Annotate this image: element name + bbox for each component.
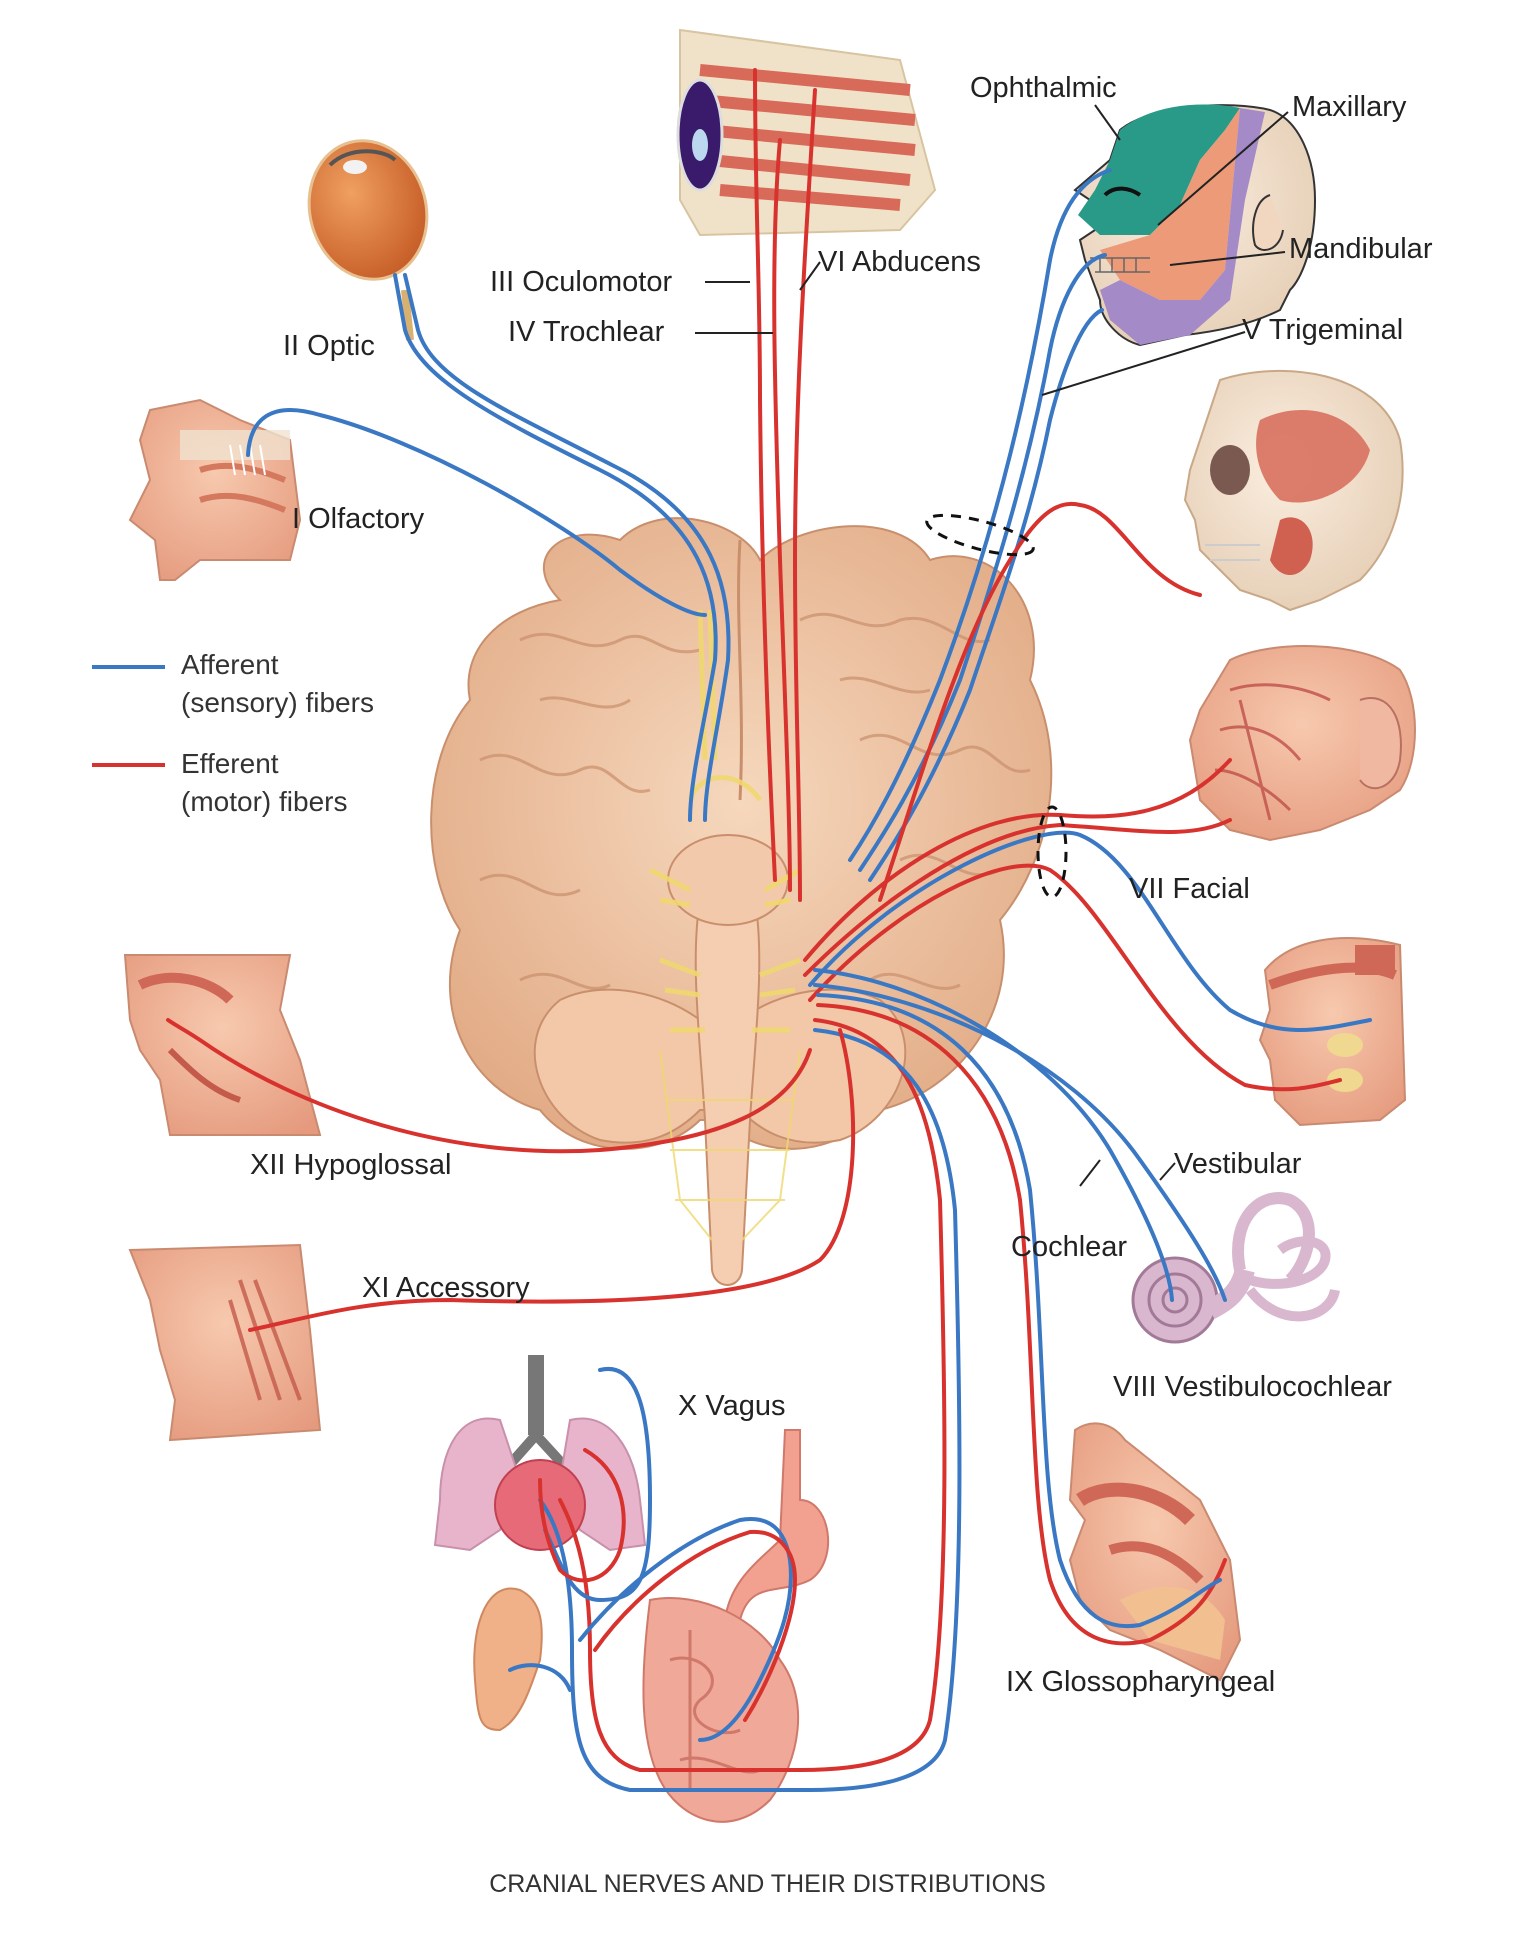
leader-maxillary — [1157, 111, 1289, 226]
nerve-oculomotor — [753, 68, 777, 882]
nerve-vagus-gut-red — [593, 1529, 798, 1722]
nerve-trigeminal-ophthalmic — [848, 168, 1112, 862]
nerve-trigeminal-mandibular — [868, 308, 1104, 882]
nerve-vagus-ear — [508, 1663, 572, 1692]
legend-efferent: Efferent (motor) fibers — [181, 745, 347, 821]
nerve-optic-a — [393, 273, 718, 822]
leader-trigeminal — [1041, 331, 1246, 396]
nerve-abducens — [792, 88, 817, 902]
tongue-illustration — [123, 954, 322, 1136]
nerve-olfactory — [246, 408, 707, 617]
figure-caption: CRANIAL NERVES AND THEIR DISTRIBUTIONS — [489, 1870, 1046, 1898]
nerve-vestibulocochlear-b — [813, 983, 1227, 1302]
nerve-trochlear — [772, 138, 792, 892]
label-glossopharyngeal: IX Glossopharyngeal — [1006, 1666, 1276, 1698]
dashed-marker-facial — [1036, 805, 1068, 899]
leader-abducens — [799, 261, 821, 291]
nerve-optic-b — [403, 273, 731, 822]
leader-cochlear — [1079, 1159, 1101, 1187]
leader-ophthalmic — [1094, 104, 1121, 141]
orbit-muscles-illustration — [676, 28, 937, 237]
label-olfactory: I Olfactory — [292, 503, 425, 535]
external-ear-illustration — [473, 1587, 543, 1732]
label-facial: VII Facial — [1129, 873, 1250, 905]
lungs-heart-illustration — [433, 1355, 647, 1552]
legend-afferent: Afferent (sensory) fibers — [181, 646, 374, 722]
label-hypoglossal: XII Hypoglossal — [250, 1149, 452, 1181]
leader-mandibular — [1169, 251, 1286, 266]
nerve-hypoglossal — [166, 1018, 812, 1154]
face-muscles-illustration — [1188, 645, 1416, 842]
nasal-cavity-illustration — [128, 398, 302, 581]
nerve-facial-glands — [808, 863, 1342, 1092]
neck-muscles-illustration — [128, 1243, 322, 1442]
nerve-accessory — [248, 1028, 856, 1332]
label-accessory: XI Accessory — [362, 1272, 530, 1304]
nerve-vestibulocochlear-a — [813, 968, 1174, 1302]
legend-efferent-line1: Efferent — [181, 748, 279, 779]
nerve-facial-sensory — [808, 830, 1372, 1032]
legend-afferent-line2: (sensory) fibers — [181, 687, 374, 718]
nerve-vagus-sensory — [538, 1028, 962, 1792]
skull-mastication-illustration — [1183, 369, 1404, 612]
leader-vestibular — [1159, 1162, 1176, 1181]
nerve-trigeminal-maxillary — [858, 253, 1107, 872]
brain-illustration — [430, 517, 1053, 1286]
label-vagus: X Vagus — [678, 1390, 786, 1422]
dashed-marker-trigeminal — [925, 513, 1035, 557]
label-mandibular: Mandibular — [1289, 233, 1433, 265]
pharynx-illustration — [1068, 1422, 1242, 1682]
label-trochlear: IV Trochlear — [508, 316, 665, 348]
head-trigeminal-zones-illustration — [1073, 104, 1317, 347]
inner-ear-illustration — [1131, 1192, 1340, 1344]
label-abducens: VI Abducens — [818, 246, 981, 278]
legend-efferent-line2: (motor) fibers — [181, 786, 348, 817]
label-trigeminal: V Trigeminal — [1242, 314, 1404, 346]
nerve-trigeminal-motor — [878, 501, 1202, 902]
nerve-glossopharyngeal-sensory — [816, 993, 1222, 1629]
label-vestibular: Vestibular — [1174, 1148, 1302, 1180]
legend-afferent-line1: Afferent — [181, 649, 279, 680]
digestive-tract-illustration — [642, 1429, 830, 1823]
label-optic: II Optic — [283, 330, 375, 362]
nerve-facial-motor — [803, 758, 1232, 962]
oral-cavity-illustration — [1258, 937, 1407, 1127]
label-oculomotor: III Oculomotor — [490, 266, 673, 298]
nerve-vagus-lungs-red — [538, 1448, 626, 1583]
nerve-vagus-motor — [558, 1018, 947, 1772]
label-vestibulocochlear: VIII Vestibulocochlear — [1113, 1371, 1392, 1403]
label-cochlear: Cochlear — [1011, 1231, 1128, 1263]
label-maxillary: Maxillary — [1292, 91, 1407, 123]
eyeball-illustration — [307, 139, 429, 341]
nerve-glossopharyngeal-motor — [816, 1003, 1227, 1646]
nerve-facial-motor-b — [803, 818, 1232, 977]
nerve-vagus-lungs — [543, 1366, 653, 1603]
label-ophthalmic: Ophthalmic — [970, 72, 1117, 104]
